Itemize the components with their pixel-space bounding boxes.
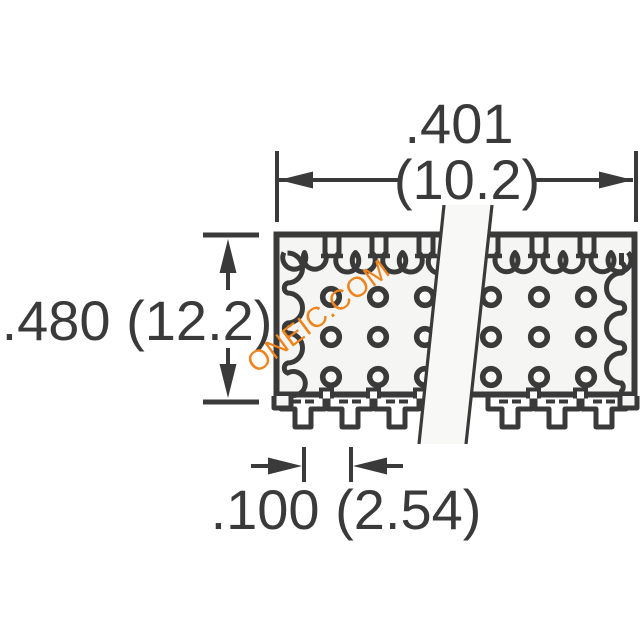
contact-hole — [413, 285, 437, 309]
contact-hole — [479, 365, 503, 389]
dim-pitch: .100 (2.54) — [211, 447, 482, 541]
cavity-scallop — [380, 250, 425, 275]
contact-hole — [574, 285, 598, 309]
contact-hole — [366, 365, 390, 389]
tooth-notch-gap — [321, 388, 332, 399]
cavity-scallop — [540, 250, 586, 275]
cavity-scallop — [492, 250, 538, 275]
pin-tooth — [485, 394, 535, 430]
cavity-scallop — [280, 250, 329, 272]
tooth-notch-gap — [575, 388, 586, 399]
right-wall-scallops — [604, 253, 628, 394]
cavity-scallop — [588, 250, 634, 275]
contact-hole — [366, 325, 390, 349]
contact-hole — [319, 325, 343, 349]
contact-hole — [527, 325, 551, 349]
dim-height-label: .480 (12.2) — [2, 289, 273, 352]
contact-hole — [366, 285, 390, 309]
dim-width: .401 (10.2) — [275, 92, 638, 222]
left-wall-scallops — [281, 250, 308, 398]
tooth-notch — [526, 387, 541, 399]
contact-hole — [574, 365, 598, 389]
break-line-left — [417, 204, 446, 445]
dim-height: .480 (12.2) — [2, 232, 273, 405]
break-band — [417, 204, 494, 445]
tooth-notch — [319, 387, 334, 399]
pin-tooth — [372, 394, 422, 430]
contact-hole — [574, 325, 598, 349]
dim-width-inches-label: .401 — [405, 92, 514, 155]
contact-hole — [479, 325, 503, 349]
contact-hole — [479, 285, 503, 309]
arrowhead-left-icon — [279, 171, 313, 189]
tooth-notch-gap — [415, 388, 426, 399]
contact-hole — [527, 285, 551, 309]
cavity-slot — [529, 237, 549, 254]
pin-tooth — [325, 394, 375, 430]
tooth-notch — [366, 387, 381, 399]
arrowhead-left-icon — [353, 457, 387, 475]
cavity-scallop — [333, 250, 378, 275]
contact-hole — [527, 365, 551, 389]
cavity-slot — [322, 237, 342, 254]
arrowhead-up-icon — [219, 239, 237, 273]
contact-hole — [319, 365, 343, 389]
right-corner-foot — [617, 396, 640, 411]
tooth-notch-gap — [368, 388, 379, 399]
dim-pitch-label: .100 (2.54) — [211, 478, 482, 541]
cavity-slot — [416, 237, 436, 254]
arrowhead-right-icon — [599, 171, 633, 189]
arrowhead-right-icon — [268, 457, 302, 475]
break-band-fill — [419, 205, 492, 444]
tooth-notch — [573, 387, 588, 399]
cavity-slot — [577, 237, 597, 254]
left-corner-foot — [271, 396, 294, 411]
tooth-notch-gap — [528, 388, 539, 399]
pin-tooth — [532, 394, 582, 430]
contact-hole — [319, 285, 343, 309]
break-line-right — [464, 204, 494, 445]
cavity-slot — [369, 237, 389, 254]
arrowhead-down-icon — [219, 364, 237, 398]
dim-width-mm-label: (10.2) — [394, 148, 540, 211]
